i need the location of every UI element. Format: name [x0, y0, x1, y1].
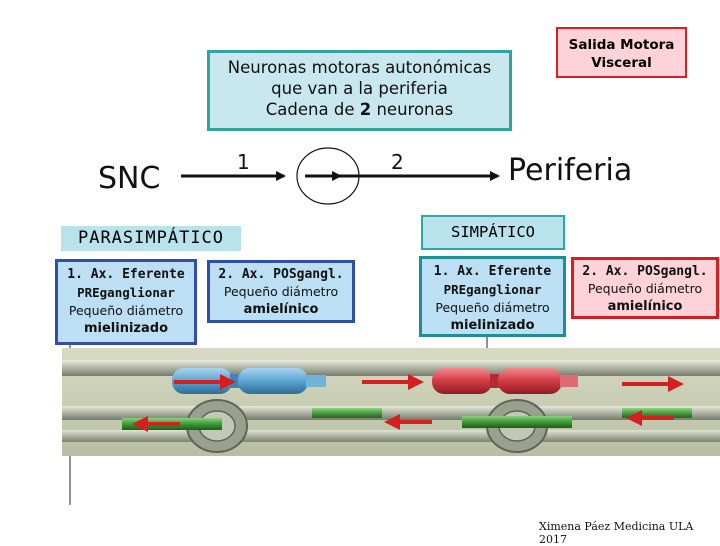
simp-post-diameter: Pequeño diámetro	[587, 281, 703, 296]
para-post-number: 2. Ax. POSgangl.	[218, 267, 344, 282]
title-line-3-suffix: neuronas	[371, 100, 454, 119]
salida-line-1: Salida Motora	[568, 37, 675, 53]
para-pre-myelin: mielinizado	[83, 321, 169, 336]
title-line-1: Neuronas motoras autonómicas	[227, 58, 492, 77]
simp-preganglionic-box: 1. Ax. Eferente PREganglionar Pequeño di…	[419, 256, 566, 337]
title-line-3-number: 2	[359, 100, 372, 119]
para-postganglionic-box: 2. Ax. POSgangl. Pequeño diámetro amielí…	[207, 260, 355, 323]
salida-motora-box: Salida Motora Visceral	[556, 27, 687, 78]
title-line-2: que van a la periferia	[271, 79, 448, 98]
axon-illustration	[62, 348, 720, 456]
para-post-diameter: Pequeño diámetro	[223, 284, 339, 299]
para-pre-diameter: Pequeño diámetro	[68, 303, 184, 318]
title-line-3: Cadena de 2 neuronas	[210, 99, 509, 120]
credit-text: Ximena Páez Medicina ULA 2017	[539, 520, 694, 546]
simp-post-myelin: amielínico	[607, 299, 683, 314]
simp-pre-number: 1. Ax. Eferente	[433, 264, 552, 279]
salida-line-2: Visceral	[591, 55, 652, 71]
simp-post-number: 2. Ax. POSgangl.	[582, 264, 708, 279]
simp-pre-diameter: Pequeño diámetro	[435, 300, 550, 315]
simp-pre-name: PREganglionar	[443, 282, 542, 297]
title-line-3-prefix: Cadena de	[265, 100, 360, 119]
simp-postganglionic-box: 2. Ax. POSgangl. Pequeño diámetro amielí…	[571, 257, 719, 319]
title-box: Neuronas motoras autonómicas que van a l…	[207, 50, 512, 131]
para-pre-name: PREganglionar	[77, 285, 175, 300]
periferia-label: Periferia	[508, 153, 633, 188]
parasimpatico-heading: PARASIMPÁTICO	[61, 226, 241, 251]
neuron-circle-icon	[296, 147, 360, 205]
para-post-myelin: amielínico	[243, 302, 319, 317]
snc-label: SNC	[98, 161, 161, 196]
para-preganglionic-box: 1. Ax. Eferente PREganglionar Pequeño di…	[55, 259, 197, 345]
neuron-1-label: 1	[237, 150, 250, 174]
simp-pre-myelin: mielinizado	[450, 318, 535, 333]
para-pre-number: 1. Ax. Eferente	[67, 267, 185, 282]
simpatico-heading: SIMPÁTICO	[421, 215, 565, 250]
neuron-2-label: 2	[391, 150, 404, 174]
